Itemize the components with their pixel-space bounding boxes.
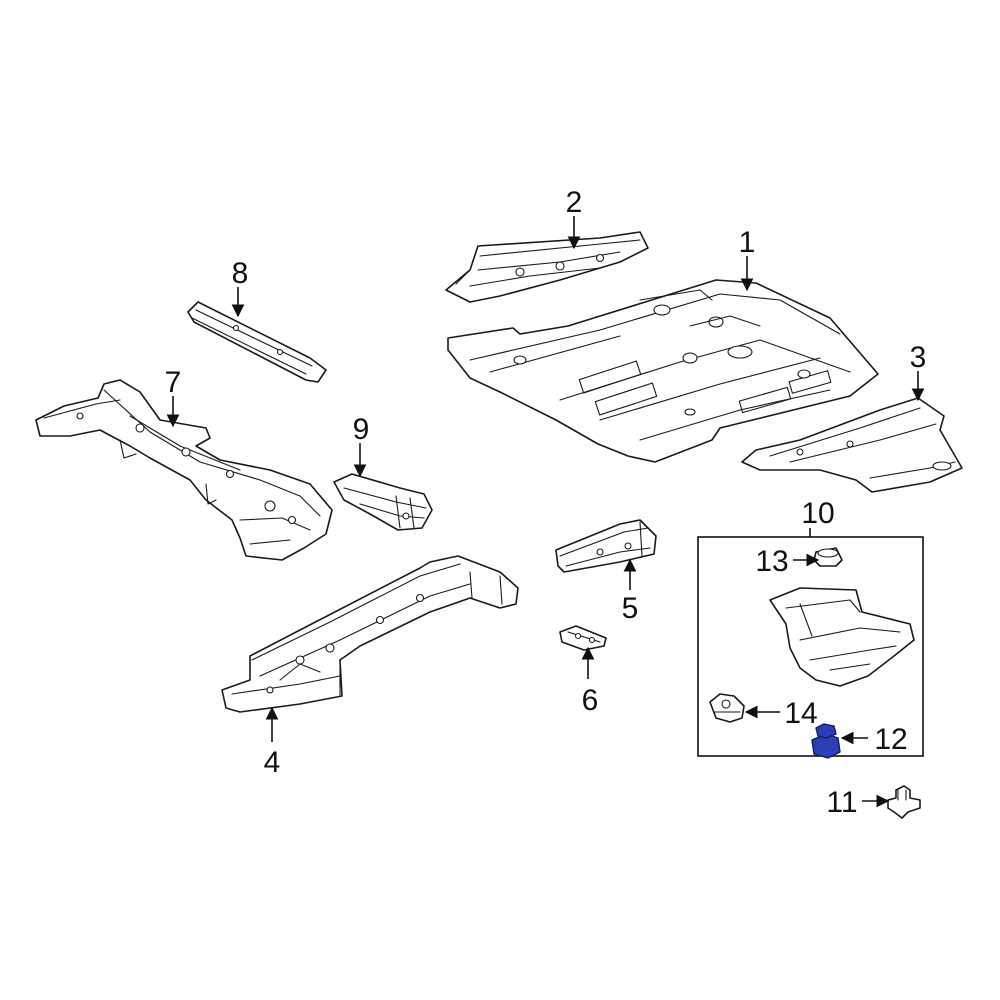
leader-lines — [166, 216, 925, 808]
part-1-floor-pan[interactable] — [447, 279, 879, 463]
callout-1: 1 — [739, 226, 756, 259]
part-14-clip[interactable] — [709, 693, 745, 723]
part-12-nut-highlighted[interactable] — [811, 723, 841, 759]
part-4-side-rail[interactable] — [221, 555, 519, 713]
callout-5: 5 — [622, 592, 639, 625]
part-10-under-cover[interactable] — [769, 587, 915, 687]
callout-7: 7 — [165, 366, 182, 399]
part-9-reinforcement[interactable] — [333, 473, 433, 531]
callout-13: 13 — [755, 545, 788, 578]
callout-2: 2 — [566, 186, 583, 219]
part-6-plate[interactable] — [559, 625, 607, 651]
part-5-bracket[interactable] — [555, 519, 657, 573]
callout-12: 12 — [874, 723, 907, 756]
callout-labels: 1 2 3 4 5 6 7 8 9 10 11 12 13 14 — [165, 186, 927, 819]
callout-8: 8 — [232, 257, 249, 290]
part-13-plug[interactable] — [813, 547, 843, 567]
callout-14: 14 — [784, 697, 817, 730]
part-11-push-clip[interactable] — [887, 785, 921, 819]
callout-10: 10 — [801, 497, 834, 530]
part-7-frame-rail[interactable] — [35, 379, 333, 561]
callout-4: 4 — [264, 746, 281, 779]
part-8-rail[interactable] — [187, 301, 327, 383]
part-3-rear-floor-side[interactable] — [741, 397, 963, 493]
callout-9: 9 — [353, 413, 370, 446]
callout-6: 6 — [582, 684, 599, 717]
callout-3: 3 — [910, 341, 927, 374]
group-box-10 — [697, 528, 924, 757]
callout-11: 11 — [826, 786, 857, 819]
part-2-cross-member[interactable] — [445, 231, 649, 303]
